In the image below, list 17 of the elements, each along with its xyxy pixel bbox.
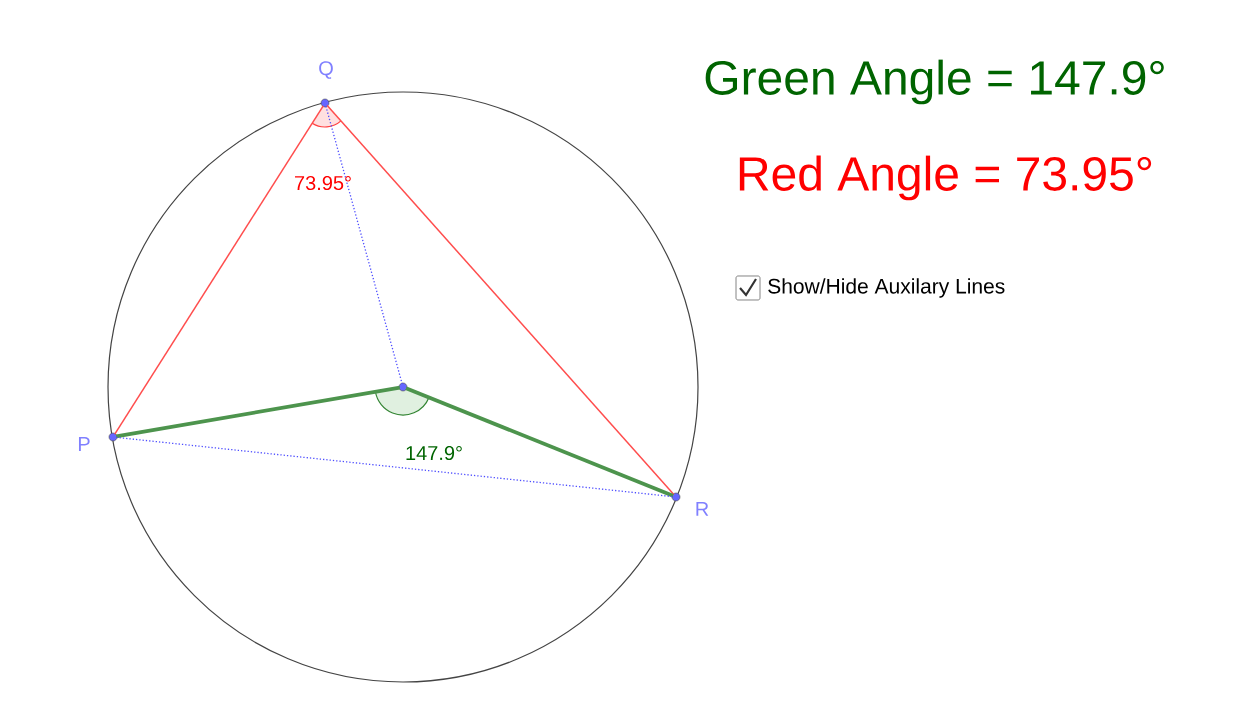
- angle-label: 147.9°: [406, 445, 462, 461]
- point-label: P: [79, 437, 90, 451]
- point-label: R: [696, 502, 709, 516]
- point: [108, 432, 118, 442]
- line-segment: [115, 436, 674, 498]
- line-segment: [405, 386, 674, 498]
- line-segment: [325, 105, 403, 385]
- heading: Green Angle = 147.9°: [705, 59, 1164, 105]
- point: [671, 492, 681, 502]
- heading: Red Angle = 73.95°: [739, 155, 1152, 201]
- line-segment: [326, 104, 675, 496]
- line-segment: [115, 385, 401, 439]
- line-segment: [114, 105, 324, 435]
- checkbox: Show/Hide Auxilary Lines: [735, 275, 1005, 301]
- point: [398, 382, 408, 392]
- angle-label: 73.95°: [295, 175, 351, 191]
- point-label: Q: [319, 61, 333, 79]
